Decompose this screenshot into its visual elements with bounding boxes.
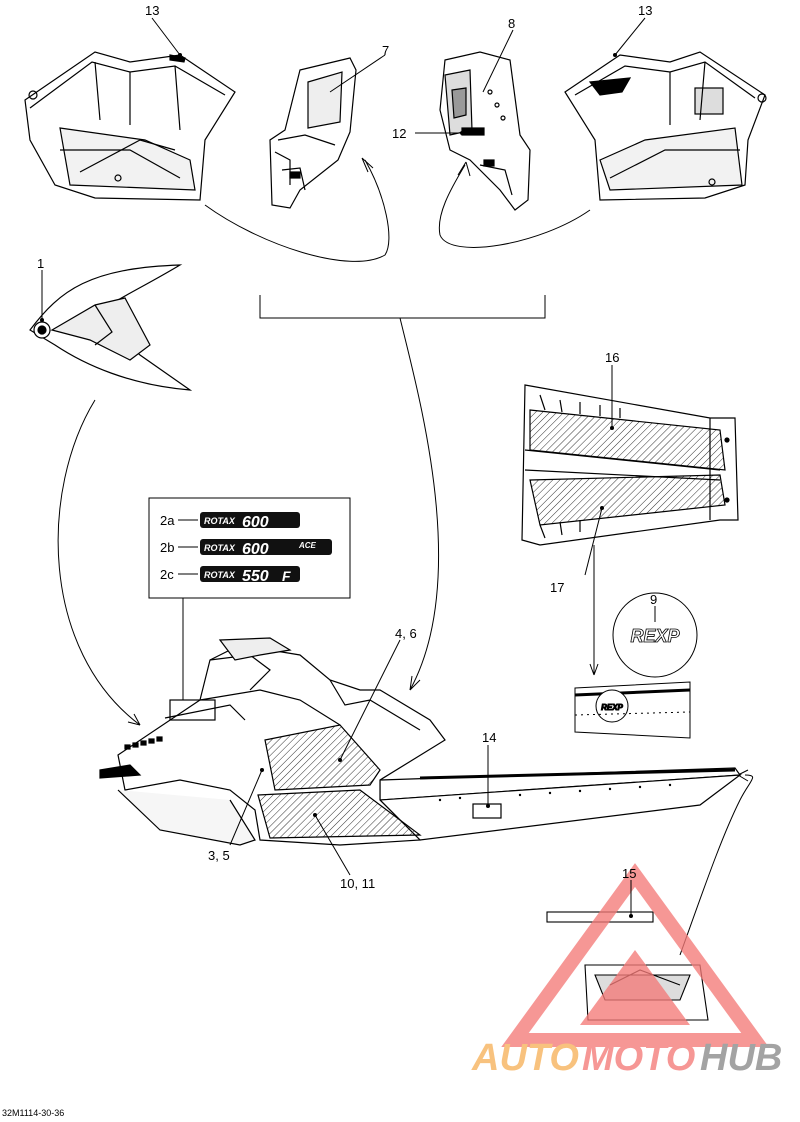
callout-9: 9 [650,592,657,607]
badge-9-text: REXP [630,626,680,646]
left-side-panel [24,51,236,201]
hood-part [29,264,193,391]
watermark-moto: MOTO [582,1037,695,1079]
inner-panel-7 [269,57,357,209]
emblem-2b-suffix: ACE [298,541,317,550]
tunnel-part [521,384,739,546]
callout-13-right: 13 [638,3,652,18]
callout-15: 15 [622,866,636,881]
callout-labels: 13 7 8 13 12 1 16 17 9 4, 6 14 3, 5 10, … [37,3,657,891]
callout-4-6: 4, 6 [395,626,417,641]
callout-3-5: 3, 5 [208,848,230,863]
watermark-auto: AUTO [471,1037,579,1079]
callout-2b: 2b [160,540,174,555]
callout-10-11: 10, 11 [340,876,375,891]
emblem-2b-brand: ROTAX [204,543,236,553]
emblem-2b-model: 600 [242,541,269,558]
emblem-2c-brand: ROTAX [204,570,236,580]
emblem-2c-suffix: F [282,568,291,584]
right-side-panel [564,51,767,201]
badge-9-detail: REXP [612,592,698,678]
callout-7: 7 [382,43,389,58]
emblem-2a-brand: ROTAX [204,516,236,526]
watermark-logo: AUTO MOTO HUB [471,863,782,1079]
callout-2c: 2c [160,567,174,582]
snowmobile-body [99,637,742,846]
callout-17: 17 [550,580,564,595]
leader-dots [40,53,633,918]
callout-16: 16 [605,350,619,365]
callout-2a: 2a [160,513,175,528]
emblem-box: ROTAX 600 ROTAX 600 ACE ROTAX 550 F [148,497,351,599]
callout-8: 8 [508,16,515,31]
strip-badge-text: REXP [601,703,623,712]
callout-13-left: 13 [145,3,159,18]
callout-14: 14 [482,730,496,745]
inner-panel-8 [439,51,531,211]
emblem-2c-model: 550 [242,568,269,585]
track-strip: REXP [574,681,691,739]
connector-lines [57,157,754,956]
leader-lines [41,17,656,916]
callout-1: 1 [37,256,44,271]
figure-code: 32M1114-30-36 [2,1108,65,1118]
emblem-2a-model: 600 [242,514,269,531]
callout-12: 12 [392,126,406,141]
watermark-hub: HUB [700,1037,782,1079]
